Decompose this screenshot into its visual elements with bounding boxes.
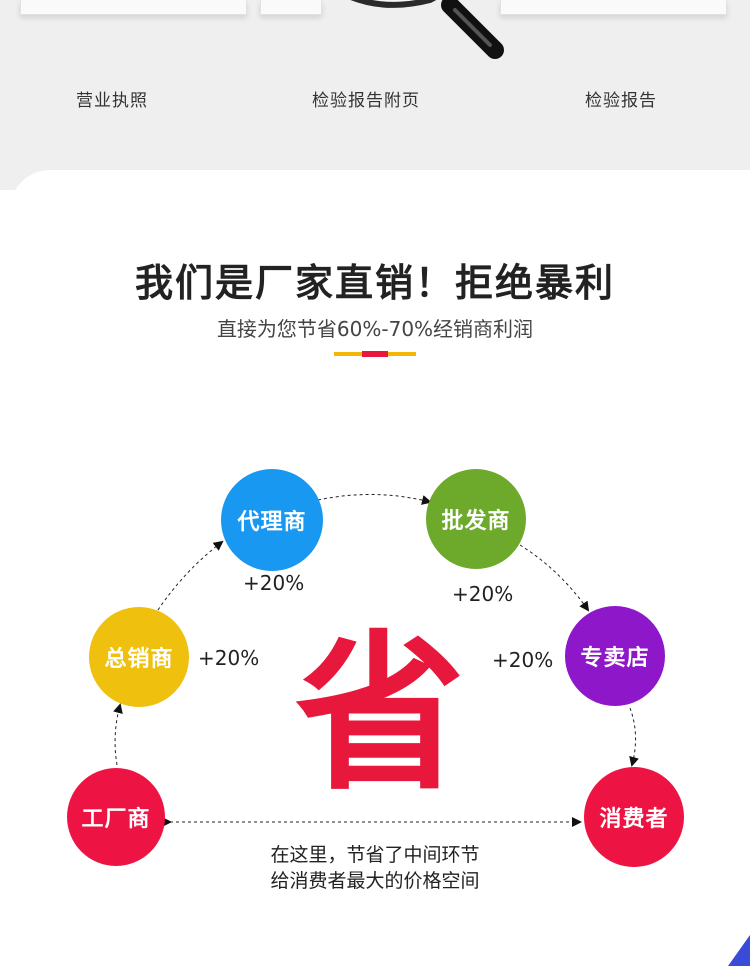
store-markup: +20% <box>492 648 554 672</box>
page-subtitle: 直接为您节省60%-70%经销商利润 <box>216 317 534 341</box>
business-license-label: 营业执照 <box>76 91 148 111</box>
arrow-agent-to-wholesaler <box>317 493 432 505</box>
caption-line-1: 在这里，节省了中间环节 <box>270 844 480 866</box>
corner-accent <box>728 935 750 966</box>
wholesaler-markup: +20% <box>452 582 514 606</box>
wholesaler-node: 批发商 <box>426 469 526 569</box>
magnifier-icon <box>350 0 504 59</box>
store-node: 专卖店 <box>565 606 665 706</box>
inspection-appendix-image[interactable] <box>260 0 322 15</box>
save-character: 省 <box>294 616 465 814</box>
arrow-factory-to-general <box>113 703 123 766</box>
agent-node: 代理商 <box>221 469 323 571</box>
inspection-report-label: 检验报告 <box>585 91 657 111</box>
arrow-general-to-agent <box>157 540 224 611</box>
general-distributor-markup: +20% <box>198 646 260 670</box>
caption-line-2: 给消费者最大的价格空间 <box>270 870 480 892</box>
certificate-section <box>0 0 750 190</box>
consumer-node: 消费者 <box>584 767 684 867</box>
factory-node: 工厂商 <box>67 768 165 866</box>
general-distributor-node: 总销商 <box>89 607 189 707</box>
page-title: 我们是厂家直销！拒绝暴利 <box>134 261 615 305</box>
arrow-store-to-consumer <box>629 707 639 767</box>
arrow-wholesaler-to-store <box>519 544 590 612</box>
agent-markup: +20% <box>243 571 305 595</box>
title-divider-accent <box>362 351 388 357</box>
business-license-image[interactable] <box>20 0 247 15</box>
inspection-appendix-label: 检验报告附页 <box>312 91 420 111</box>
inspection-report-image[interactable] <box>500 0 727 15</box>
